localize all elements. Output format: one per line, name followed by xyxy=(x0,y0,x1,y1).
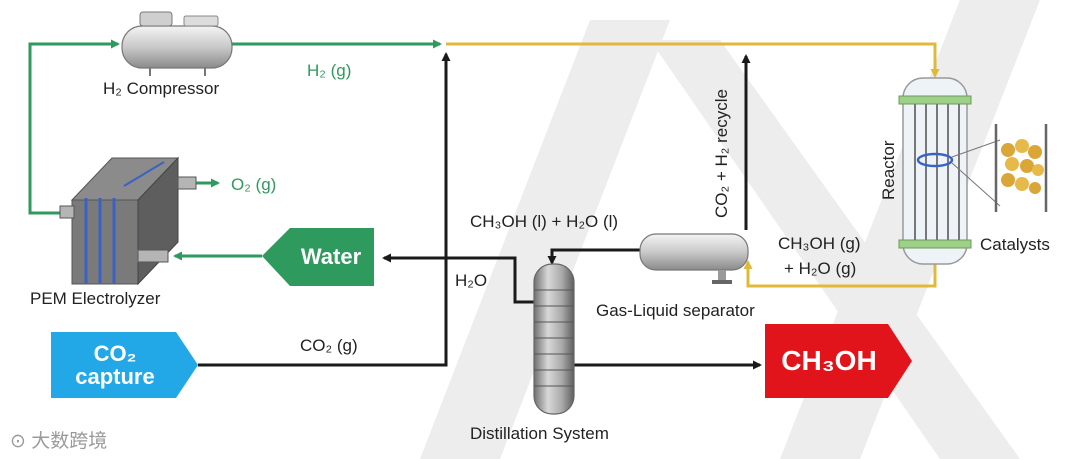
h2o-label: H₂O xyxy=(455,271,488,290)
catalysts-label: Catalysts xyxy=(980,235,1050,254)
electrolyzer-icon xyxy=(59,156,197,286)
liquid-products-label: CH₃OH (l) + H₂O (l) xyxy=(470,212,619,231)
reactor-icon xyxy=(898,77,1001,265)
distillation-label: Distillation System xyxy=(470,424,609,443)
distillation-column-icon xyxy=(533,263,575,415)
separator-icon xyxy=(639,233,749,284)
o2-gas-label: O₂ (g) xyxy=(231,175,277,194)
co2-gas-label: CO₂ (g) xyxy=(300,336,358,355)
recycle-label: CO₂ + H₂ recycle xyxy=(712,89,731,218)
product-line-to-separator xyxy=(743,260,937,288)
h2-compressor-label: H₂ Compressor xyxy=(103,79,220,98)
water-tag-label: Water xyxy=(300,244,362,270)
methanol-tag: CH₃OH xyxy=(765,324,893,398)
co2-capture-label-1: CO₂ xyxy=(93,340,137,366)
methanol-tag-label: CH₃OH xyxy=(781,345,877,377)
methanol-tag-shape xyxy=(765,324,912,398)
water-tag: Water xyxy=(288,228,374,286)
gas-products-label-2: + H₂O (g) xyxy=(784,259,857,278)
co2-capture-tag: CO₂ capture xyxy=(51,332,179,398)
co2-line xyxy=(198,52,451,367)
compressor-icon xyxy=(121,11,233,76)
water-tag-shape xyxy=(262,228,374,286)
distill-water-line xyxy=(382,253,537,304)
catalyst-icon xyxy=(994,124,1048,212)
co2-capture-label-2: capture xyxy=(75,364,155,389)
reactor-label: Reactor xyxy=(879,140,898,200)
h2-line-to-compressor xyxy=(28,39,120,215)
watermark-text: ⊙ 大数跨境 xyxy=(10,431,108,452)
pem-electrolyzer-label: PEM Electrolyzer xyxy=(30,289,161,308)
feed-line-to-reactor xyxy=(446,42,940,78)
h2-gas-label: H₂ (g) xyxy=(307,61,352,80)
liquid-line xyxy=(547,248,640,265)
co2-tag-shape xyxy=(51,332,198,398)
gas-products-label-1: CH₃OH (g) xyxy=(778,234,861,253)
separator-label: Gas-Liquid separator xyxy=(596,301,755,320)
